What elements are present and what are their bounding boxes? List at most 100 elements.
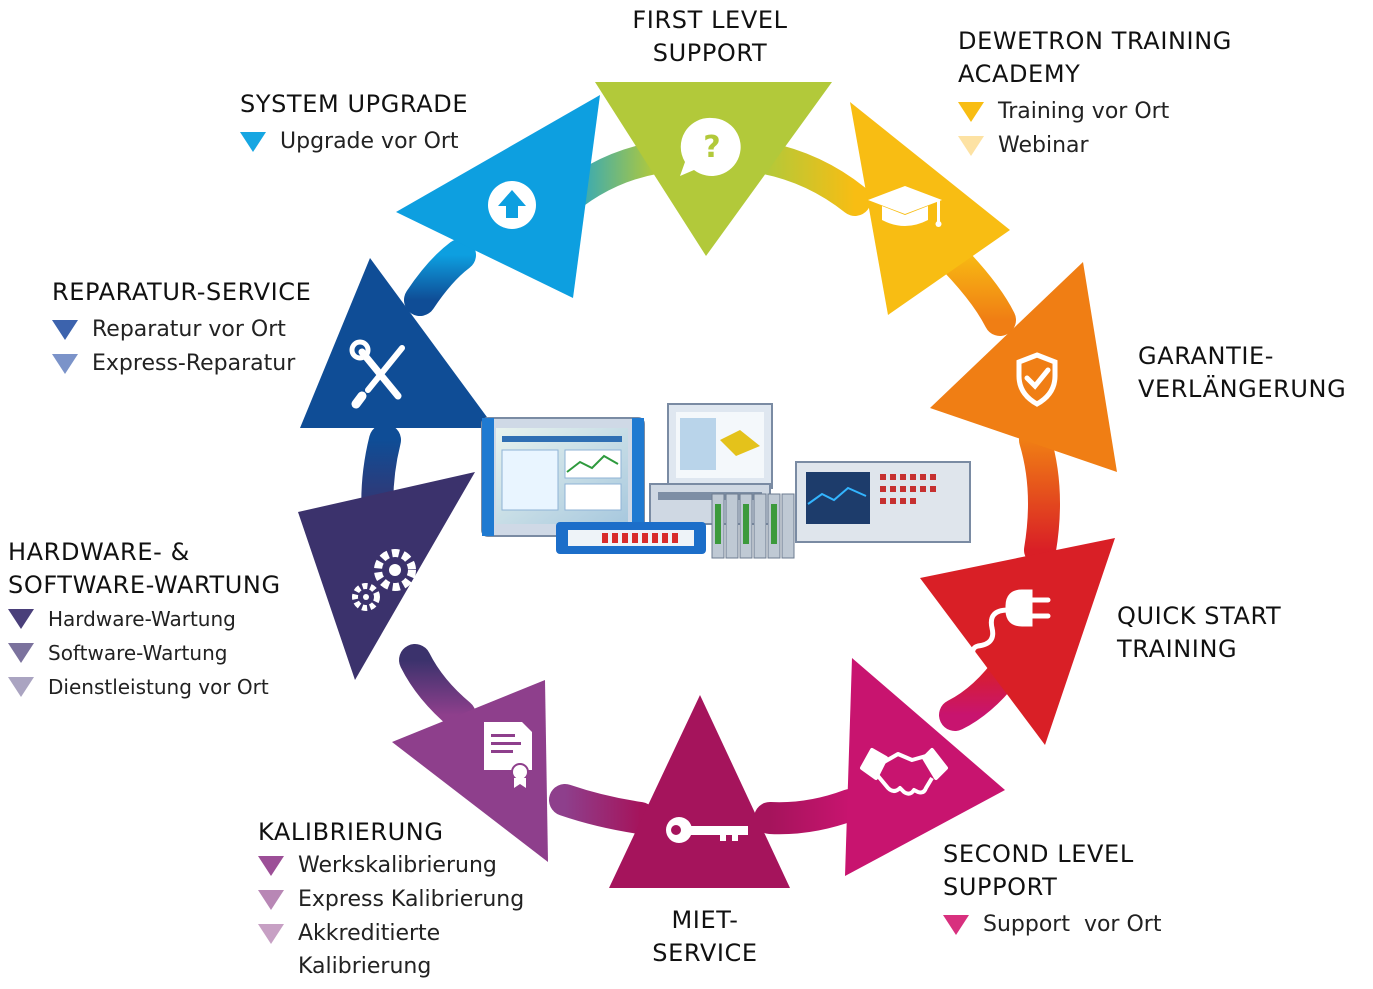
- option-webinar: Webinar: [958, 129, 1232, 163]
- triangle-reparatur-service[interactable]: [300, 258, 495, 428]
- options-system-upgrade: Upgrade vor Ort: [240, 125, 468, 159]
- triangle-bullet-icon: [8, 609, 34, 629]
- ring-arc-second-to-miet: [754, 789, 866, 835]
- option-reparatur-vor-ort: Reparatur vor Ort: [52, 313, 311, 347]
- option-express-reparatur: Express-Reparatur: [52, 347, 311, 381]
- options-reparatur-service: Reparatur vor Ort Express-Reparatur: [52, 313, 311, 381]
- question-bubble-icon: ?: [680, 117, 741, 176]
- option-label: Training vor Ort: [998, 99, 1170, 124]
- title-line: SECOND LEVEL: [943, 840, 1134, 868]
- title-hardware-software-wartung: HARDWARE- & SOFTWARE-WARTUNG: [8, 536, 281, 602]
- title-line: SYSTEM UPGRADE: [240, 90, 469, 118]
- title-second-level-support: SECOND LEVEL SUPPORT: [943, 838, 1161, 904]
- option-label: Webinar: [998, 133, 1089, 158]
- title-line: QUICK START: [1117, 602, 1282, 630]
- title-line: SERVICE: [652, 939, 758, 967]
- triangle-bullet-icon: [258, 856, 284, 876]
- title-line: DEWETRON TRAINING: [958, 27, 1232, 55]
- label-garantie-verlaengerung: GARANTIE- VERLÄNGERUNG: [1138, 340, 1346, 406]
- triangle-second-level-support[interactable]: [845, 658, 1005, 876]
- option-label: Support vor Ort: [983, 912, 1162, 937]
- shield-check-icon: [1016, 352, 1058, 407]
- handshake-icon: [860, 748, 948, 796]
- triangle-bullet-icon: [52, 320, 78, 340]
- triangle-miet-service[interactable]: [609, 695, 790, 888]
- option-label: Hardware-Wartung: [48, 607, 236, 631]
- label-reparatur-service: REPARATUR-SERVICE Reparatur vor Ort Expr…: [52, 276, 311, 381]
- option-label: Software-Wartung: [48, 641, 228, 665]
- triangle-quick-start-training[interactable]: [920, 538, 1115, 745]
- option-dienstleistung-vor-ort: Dienstleistung vor Ort: [8, 670, 281, 704]
- ring-arc-firstlevel-to-academy: [749, 142, 871, 216]
- title-line: TRAINING: [1117, 635, 1238, 663]
- option-label: Dienstleistung vor Ort: [48, 675, 269, 699]
- title-line: SUPPORT: [943, 873, 1058, 901]
- option-label: Upgrade vor Ort: [280, 129, 459, 154]
- options-kalibrierung: Werkskalibrierung Express Kalibrierung A…: [258, 849, 524, 983]
- triangle-bullet-icon: [240, 132, 266, 152]
- label-dewetron-training-academy: DEWETRON TRAINING ACADEMY Training vor O…: [958, 25, 1232, 163]
- ring-arc-kalibrierung-to-wartung: [399, 644, 476, 731]
- option-software-wartung: Software-Wartung: [8, 636, 281, 670]
- title-line: SUPPORT: [652, 39, 768, 67]
- ring-arc-miet-to-kalibrierung: [549, 784, 656, 834]
- options-second-level-support: Support vor Ort: [943, 908, 1161, 942]
- triangle-bullet-icon: [8, 643, 34, 663]
- option-hardware-wartung: Hardware-Wartung: [8, 602, 281, 636]
- option-training-vor-ort: Training vor Ort: [958, 95, 1232, 129]
- label-kalibrierung: KALIBRIERUNG Werkskalibrierung Express K…: [258, 816, 524, 983]
- certificate-icon: [484, 722, 532, 788]
- title-line: ACADEMY: [958, 60, 1081, 88]
- option-label-line: Kalibrierung: [298, 954, 432, 979]
- title-quick-start-training: QUICK START TRAINING: [1117, 600, 1281, 666]
- options-hardware-software-wartung: Hardware-Wartung Software-Wartung Dienst…: [8, 602, 281, 704]
- triangle-bullet-icon: [52, 354, 78, 374]
- triangle-bullet-icon: [958, 102, 984, 122]
- title-line: HARDWARE- &: [8, 538, 190, 566]
- key-icon: [666, 817, 748, 843]
- measurement-devices-image: [481, 403, 971, 559]
- graduation-cap-icon: [868, 186, 942, 227]
- title-garantie-verlaengerung: GARANTIE- VERLÄNGERUNG: [1138, 340, 1346, 406]
- option-express-kalibrierung: Express Kalibrierung: [258, 883, 524, 917]
- title-first-level-support: FIRST LEVEL SUPPORT: [590, 4, 830, 70]
- label-hardware-software-wartung: HARDWARE- & SOFTWARE-WARTUNG Hardware-Wa…: [8, 536, 281, 704]
- triangle-bullet-icon: [8, 677, 34, 697]
- title-line: FIRST LEVEL: [632, 6, 788, 34]
- title-line: GARANTIE-: [1138, 342, 1275, 370]
- option-upgrade-vor-ort: Upgrade vor Ort: [240, 125, 468, 159]
- triangle-dewetron-training-academy[interactable]: [850, 102, 1010, 315]
- triangle-hardware-software-wartung[interactable]: [298, 472, 475, 680]
- title-reparatur-service: REPARATUR-SERVICE: [52, 276, 311, 309]
- title-system-upgrade: SYSTEM UPGRADE: [240, 88, 468, 121]
- option-label: Akkreditierte Kalibrierung: [298, 917, 440, 983]
- title-line: MIET-: [671, 906, 739, 934]
- ring-arc-reparatur-to-upgrade: [404, 239, 476, 316]
- plug-icon: [970, 589, 1051, 661]
- label-quick-start-training: QUICK START TRAINING: [1117, 600, 1281, 666]
- options-dewetron-training-academy: Training vor Ort Webinar: [958, 95, 1232, 163]
- option-werkskalibrierung: Werkskalibrierung: [258, 849, 524, 883]
- gears-icon: [352, 549, 416, 611]
- option-akkreditierte-kalibrierung: Akkreditierte Kalibrierung: [258, 917, 524, 983]
- option-label: Werkskalibrierung: [298, 853, 497, 878]
- triangle-bullet-icon: [958, 136, 984, 156]
- title-line: VERLÄNGERUNG: [1138, 375, 1347, 403]
- title-line: REPARATUR-SERVICE: [52, 278, 312, 306]
- tools-icon: [349, 339, 405, 409]
- label-miet-service: MIET- SERVICE: [620, 904, 790, 970]
- title-kalibrierung: KALIBRIERUNG: [258, 816, 524, 849]
- triangle-garantie-verlaengerung[interactable]: [930, 262, 1117, 472]
- title-line: SOFTWARE-WARTUNG: [8, 571, 281, 599]
- option-support-vor-ort: Support vor Ort: [943, 908, 1161, 942]
- upload-arrow-icon: [488, 181, 536, 229]
- option-label: Express-Reparatur: [92, 351, 296, 376]
- title-dewetron-training-academy: DEWETRON TRAINING ACADEMY: [958, 25, 1232, 91]
- label-second-level-support: SECOND LEVEL SUPPORT Support vor Ort: [943, 838, 1161, 942]
- title-miet-service: MIET- SERVICE: [620, 904, 790, 970]
- triangle-bullet-icon: [258, 924, 284, 944]
- title-line: KALIBRIERUNG: [258, 818, 444, 846]
- triangle-bullet-icon: [258, 890, 284, 910]
- label-first-level-support: FIRST LEVEL SUPPORT: [590, 4, 830, 70]
